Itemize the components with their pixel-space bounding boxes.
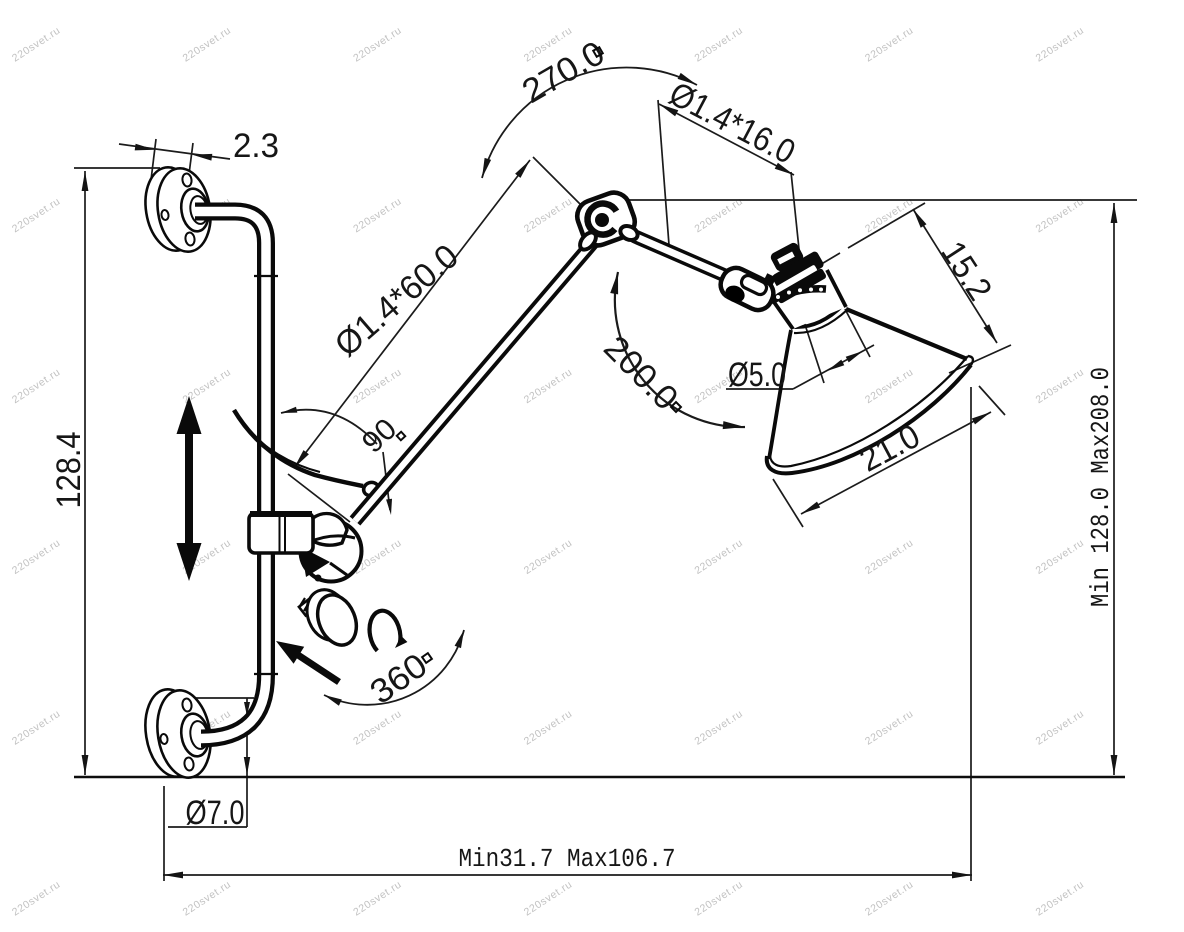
svg-text:Min 128.0 Max208.0: Min 128.0 Max208.0 — [1086, 367, 1116, 607]
svg-text:Ø5.0: Ø5.0 — [728, 356, 786, 394]
svg-text:Ø7.0: Ø7.0 — [186, 794, 245, 832]
svg-text:2.3: 2.3 — [233, 127, 279, 165]
svg-text:128.4: 128.4 — [50, 432, 88, 509]
svg-text:Min31.7 Max106.7: Min31.7 Max106.7 — [459, 844, 676, 874]
